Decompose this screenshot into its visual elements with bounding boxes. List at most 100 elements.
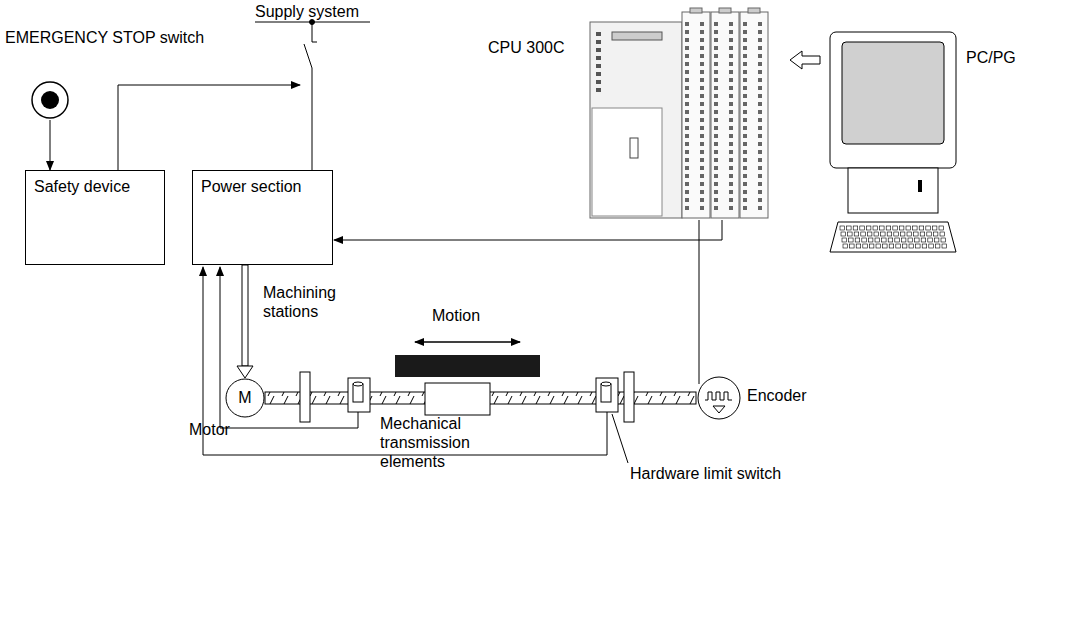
terminal: [729, 62, 733, 66]
terminal: [700, 150, 704, 154]
cpu-module: CPU 300C: [590, 8, 768, 220]
key: [896, 244, 901, 248]
terminal: [700, 46, 704, 50]
key: [841, 232, 846, 236]
terminal: [729, 150, 733, 154]
connector: [699, 220, 700, 384]
status-led: [596, 72, 601, 76]
terminal: [758, 46, 762, 50]
node-heading: PC/PG: [966, 48, 1016, 67]
double-arrow-shaft: [242, 265, 248, 366]
terminal: [758, 38, 762, 42]
key: [881, 232, 886, 236]
terminal: [685, 30, 689, 34]
key: [843, 244, 848, 248]
terminal: [685, 118, 689, 122]
terminal: [743, 78, 747, 82]
encoder-outline: [698, 377, 740, 419]
key: [868, 238, 873, 242]
key: [902, 244, 907, 248]
terminal: [758, 30, 762, 34]
key: [842, 238, 847, 242]
terminal: [758, 70, 762, 74]
terminal: [714, 174, 718, 178]
terminal: [729, 102, 733, 106]
pc-drawing: [828, 30, 958, 255]
process-box: Safety device: [25, 170, 165, 265]
key: [862, 238, 867, 242]
status-led: [596, 48, 601, 52]
terminal: [743, 46, 747, 50]
terminal: [743, 30, 747, 34]
module-clip: [748, 8, 760, 13]
arrowhead: [237, 366, 253, 378]
key: [875, 238, 880, 242]
key: [915, 238, 920, 242]
terminal: [743, 174, 747, 178]
terminal: [743, 150, 747, 154]
key: [914, 232, 919, 236]
part-label: Supply system: [255, 2, 359, 21]
process-box: Power section: [192, 170, 333, 265]
terminal: [758, 190, 762, 194]
key: [840, 226, 845, 230]
terminal: [758, 150, 762, 154]
node-heading: Motor: [189, 420, 230, 439]
terminal: [685, 110, 689, 114]
terminal: [700, 134, 704, 138]
key: [927, 232, 932, 236]
key: [920, 232, 925, 236]
terminal: [685, 70, 689, 74]
terminal: [700, 126, 704, 130]
terminal: [685, 134, 689, 138]
terminal: [758, 22, 762, 26]
terminal: [685, 174, 689, 178]
module-clip: [690, 8, 702, 13]
terminal: [714, 126, 718, 130]
terminal: [743, 102, 747, 106]
pulse-train: [705, 392, 732, 400]
cpu-drawing: [590, 8, 768, 220]
terminal: [714, 94, 718, 98]
key: [899, 226, 904, 230]
key: [894, 232, 899, 236]
terminal: [758, 158, 762, 162]
part-label: Motion: [432, 306, 480, 325]
terminal: [729, 158, 733, 162]
terminal: [714, 86, 718, 90]
terminal: [685, 94, 689, 98]
connector-line: [50, 120, 51, 170]
motor-outline: [226, 379, 264, 417]
terminal: [700, 158, 704, 162]
part-label: Hardware limit switch: [630, 464, 781, 483]
button-ring: [32, 82, 68, 118]
key: [861, 232, 866, 236]
key: [869, 244, 874, 248]
connector: [237, 265, 253, 378]
terminal: [700, 86, 704, 90]
terminal: [758, 86, 762, 90]
cpu-housing: [590, 22, 682, 218]
key: [926, 226, 931, 230]
key: [934, 238, 939, 242]
terminal: [685, 126, 689, 130]
key: [847, 226, 852, 230]
key: [916, 244, 921, 248]
spindle: [265, 342, 696, 422]
limit-switch-wires: [203, 267, 628, 463]
terminal: [729, 70, 733, 74]
terminal: [729, 94, 733, 98]
key: [935, 244, 940, 248]
key: [876, 244, 881, 248]
key: [867, 232, 872, 236]
key: [928, 238, 933, 242]
terminal: [729, 22, 733, 26]
terminal: [700, 182, 704, 186]
terminal: [700, 78, 704, 82]
terminal: [685, 54, 689, 58]
terminal: [714, 206, 718, 210]
io-module: [711, 12, 739, 218]
terminal: [729, 118, 733, 122]
terminal: [729, 110, 733, 114]
key: [941, 238, 946, 242]
